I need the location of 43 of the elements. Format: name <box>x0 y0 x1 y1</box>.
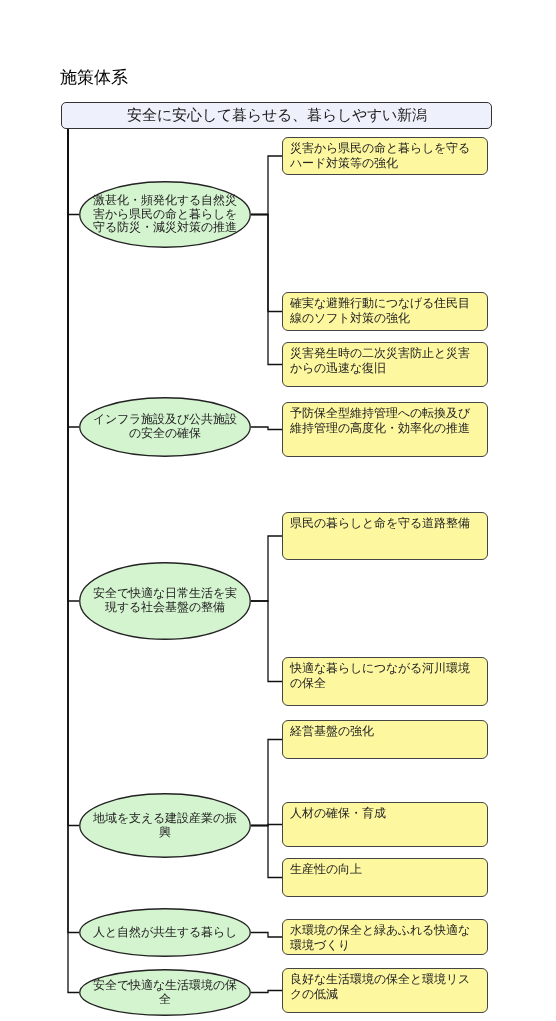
policy-ellipse <box>79 969 251 1016</box>
policy-text: 地域を支える建設産業の振興 <box>92 811 238 840</box>
connector-line <box>250 931 283 938</box>
measure-box <box>282 802 488 847</box>
policy-text: 安全で快適な日常生活を実現する社会基盤の整備 <box>92 587 238 615</box>
connector-line <box>250 824 283 879</box>
measure-box <box>282 137 488 175</box>
policy-ellipse <box>79 908 251 957</box>
policy-text: 安全で快適な生活環境の保全 <box>92 978 238 1007</box>
measure-text: 人材の確保・育成 <box>290 806 386 821</box>
measure-box <box>282 402 488 457</box>
measure-text: 災害から県民の命と暮らしを守るハード対策等の強化 <box>290 141 471 171</box>
measure-box <box>282 292 488 331</box>
goal-text: 安全に安心して暮らせる、暮らしやすい新潟 <box>126 106 427 125</box>
connector-line <box>250 213 283 366</box>
connector-line <box>250 426 283 431</box>
measure-text: 良好な生活環境の保全と環境リスクの低減 <box>290 972 471 1002</box>
measure-box <box>282 720 488 759</box>
measure-box <box>282 342 488 387</box>
measure-text: 県民の暮らしと命を守る道路整備 <box>290 516 470 531</box>
measure-box <box>282 512 488 560</box>
measure-text: 経営基盤の強化 <box>290 724 374 739</box>
measure-text: 生産性の向上 <box>290 862 362 877</box>
measure-text: 予防保全型維持管理への転換及び維持管理の高度化・効率化の推進 <box>290 406 471 436</box>
measure-box <box>282 919 488 955</box>
policy-ellipse <box>79 793 251 858</box>
measure-box <box>282 657 488 706</box>
policy-text: 人と自然が共生する暮らし <box>93 925 237 940</box>
measure-text: 水環境の保全と緑あふれる快適な環境づくり <box>290 923 471 953</box>
measure-box <box>282 858 488 897</box>
measure-box <box>282 968 488 1013</box>
measure-text: 快適な暮らしにつながる河川環境の保全 <box>290 661 471 691</box>
connector-line <box>250 989 283 994</box>
policy-ellipse <box>79 562 251 640</box>
policy-ellipse <box>79 397 251 457</box>
measure-text: 確実な避難行動につなげる住民目線のソフト対策の強化 <box>290 296 471 326</box>
policy-text: インフラ施設及び公共施設の安全の確保 <box>92 413 238 441</box>
policy-ellipse <box>79 181 251 248</box>
connector-line <box>250 600 283 683</box>
diagram-title: 施策体系 <box>60 66 128 89</box>
measure-text: 災害発生時の二次災害防止と災害からの迅速な復旧 <box>290 346 471 376</box>
goal-box <box>61 102 492 129</box>
policy-text: 激甚化・頻発化する自然災害から県民の命と暮らしを守る防災・減災対策の推進 <box>92 193 238 236</box>
